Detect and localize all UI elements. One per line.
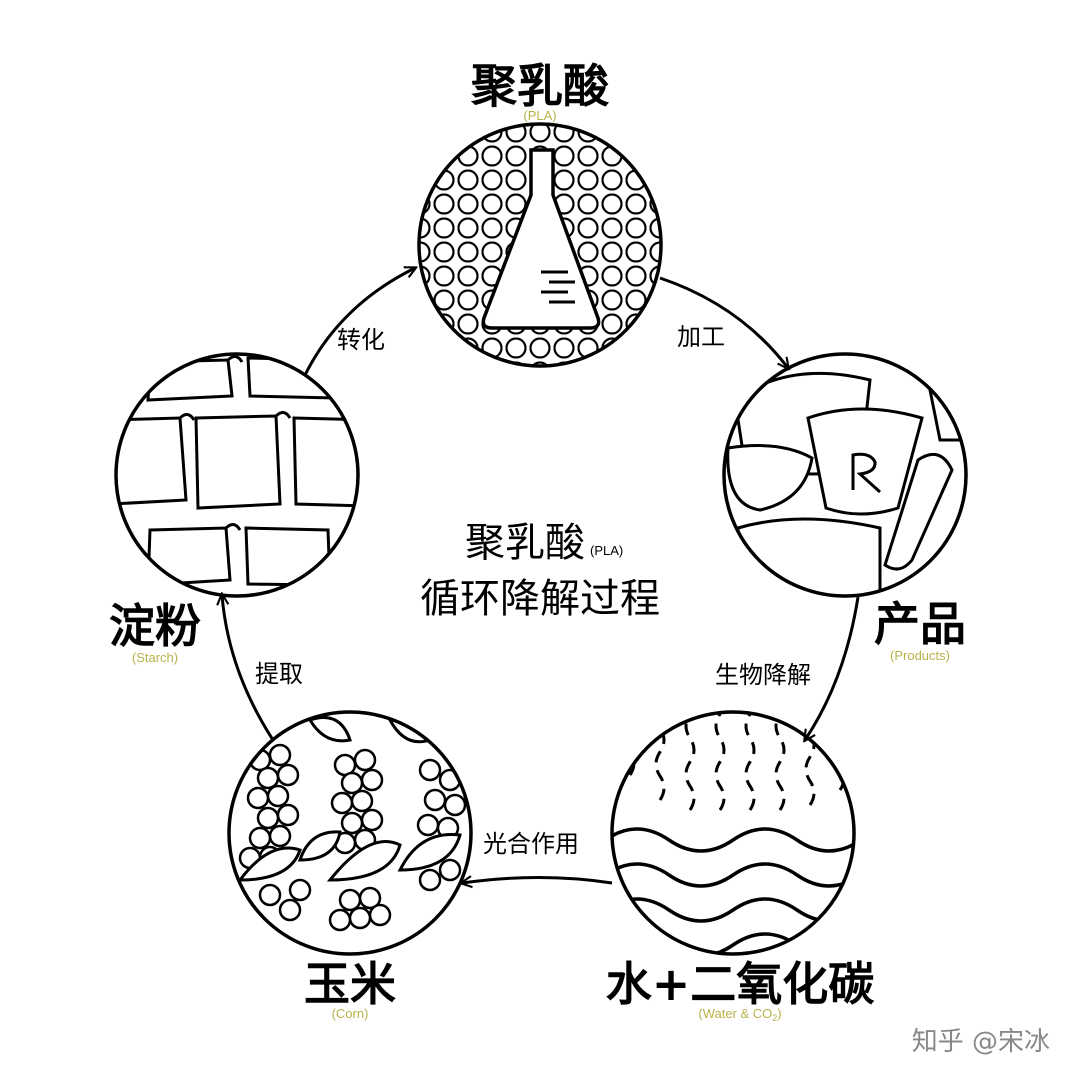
label-corn-en: (Corn) — [332, 1006, 369, 1021]
arrow-products-to-water — [805, 596, 860, 740]
center-title-line2: 循环降解过程 — [420, 576, 660, 622]
corn-circle — [227, 710, 473, 956]
center-title-pla-small: (PLA) — [590, 543, 623, 558]
label-water-co2: 水+二氧化碳 — [606, 957, 876, 1011]
label-starch: 淀粉 — [109, 599, 201, 653]
arrow-corn-to-starch — [222, 595, 275, 741]
water-co2-circle — [610, 710, 856, 956]
label-pla-en: (PLA) — [523, 108, 556, 123]
arrow-water-to-corn — [462, 878, 613, 884]
label-starch-en: (Starch) — [132, 650, 178, 665]
pla-circle — [417, 122, 663, 368]
label-products: 产品 — [874, 597, 966, 651]
label-water-co2-en: (Water & CO2) — [698, 1006, 781, 1023]
arrow-starch-to-pla — [303, 268, 415, 376]
arrow-label-zhuanhua: 转化 — [337, 326, 385, 354]
center-title-line1: 聚乳酸 — [465, 520, 585, 566]
arrow-label-photosynthesis: 光合作用 — [483, 830, 579, 858]
arrow-label-jiagong: 加工 — [677, 323, 725, 351]
arrow-label-tiqu: 提取 — [255, 660, 303, 688]
watermark: 知乎 @宋冰 — [912, 1027, 1050, 1057]
label-products-en: (Products) — [890, 648, 950, 663]
label-corn: 玉米 — [304, 957, 396, 1011]
products-circle — [722, 352, 968, 598]
product-logo-text — [851, 452, 882, 494]
corn-leaf-icon — [236, 846, 302, 882]
label-pla: 聚乳酸 — [470, 59, 610, 113]
starch-circle — [114, 352, 360, 598]
arrow-label-biodegradation: 生物降解 — [715, 661, 811, 689]
arrow-pla-to-products — [659, 276, 788, 368]
